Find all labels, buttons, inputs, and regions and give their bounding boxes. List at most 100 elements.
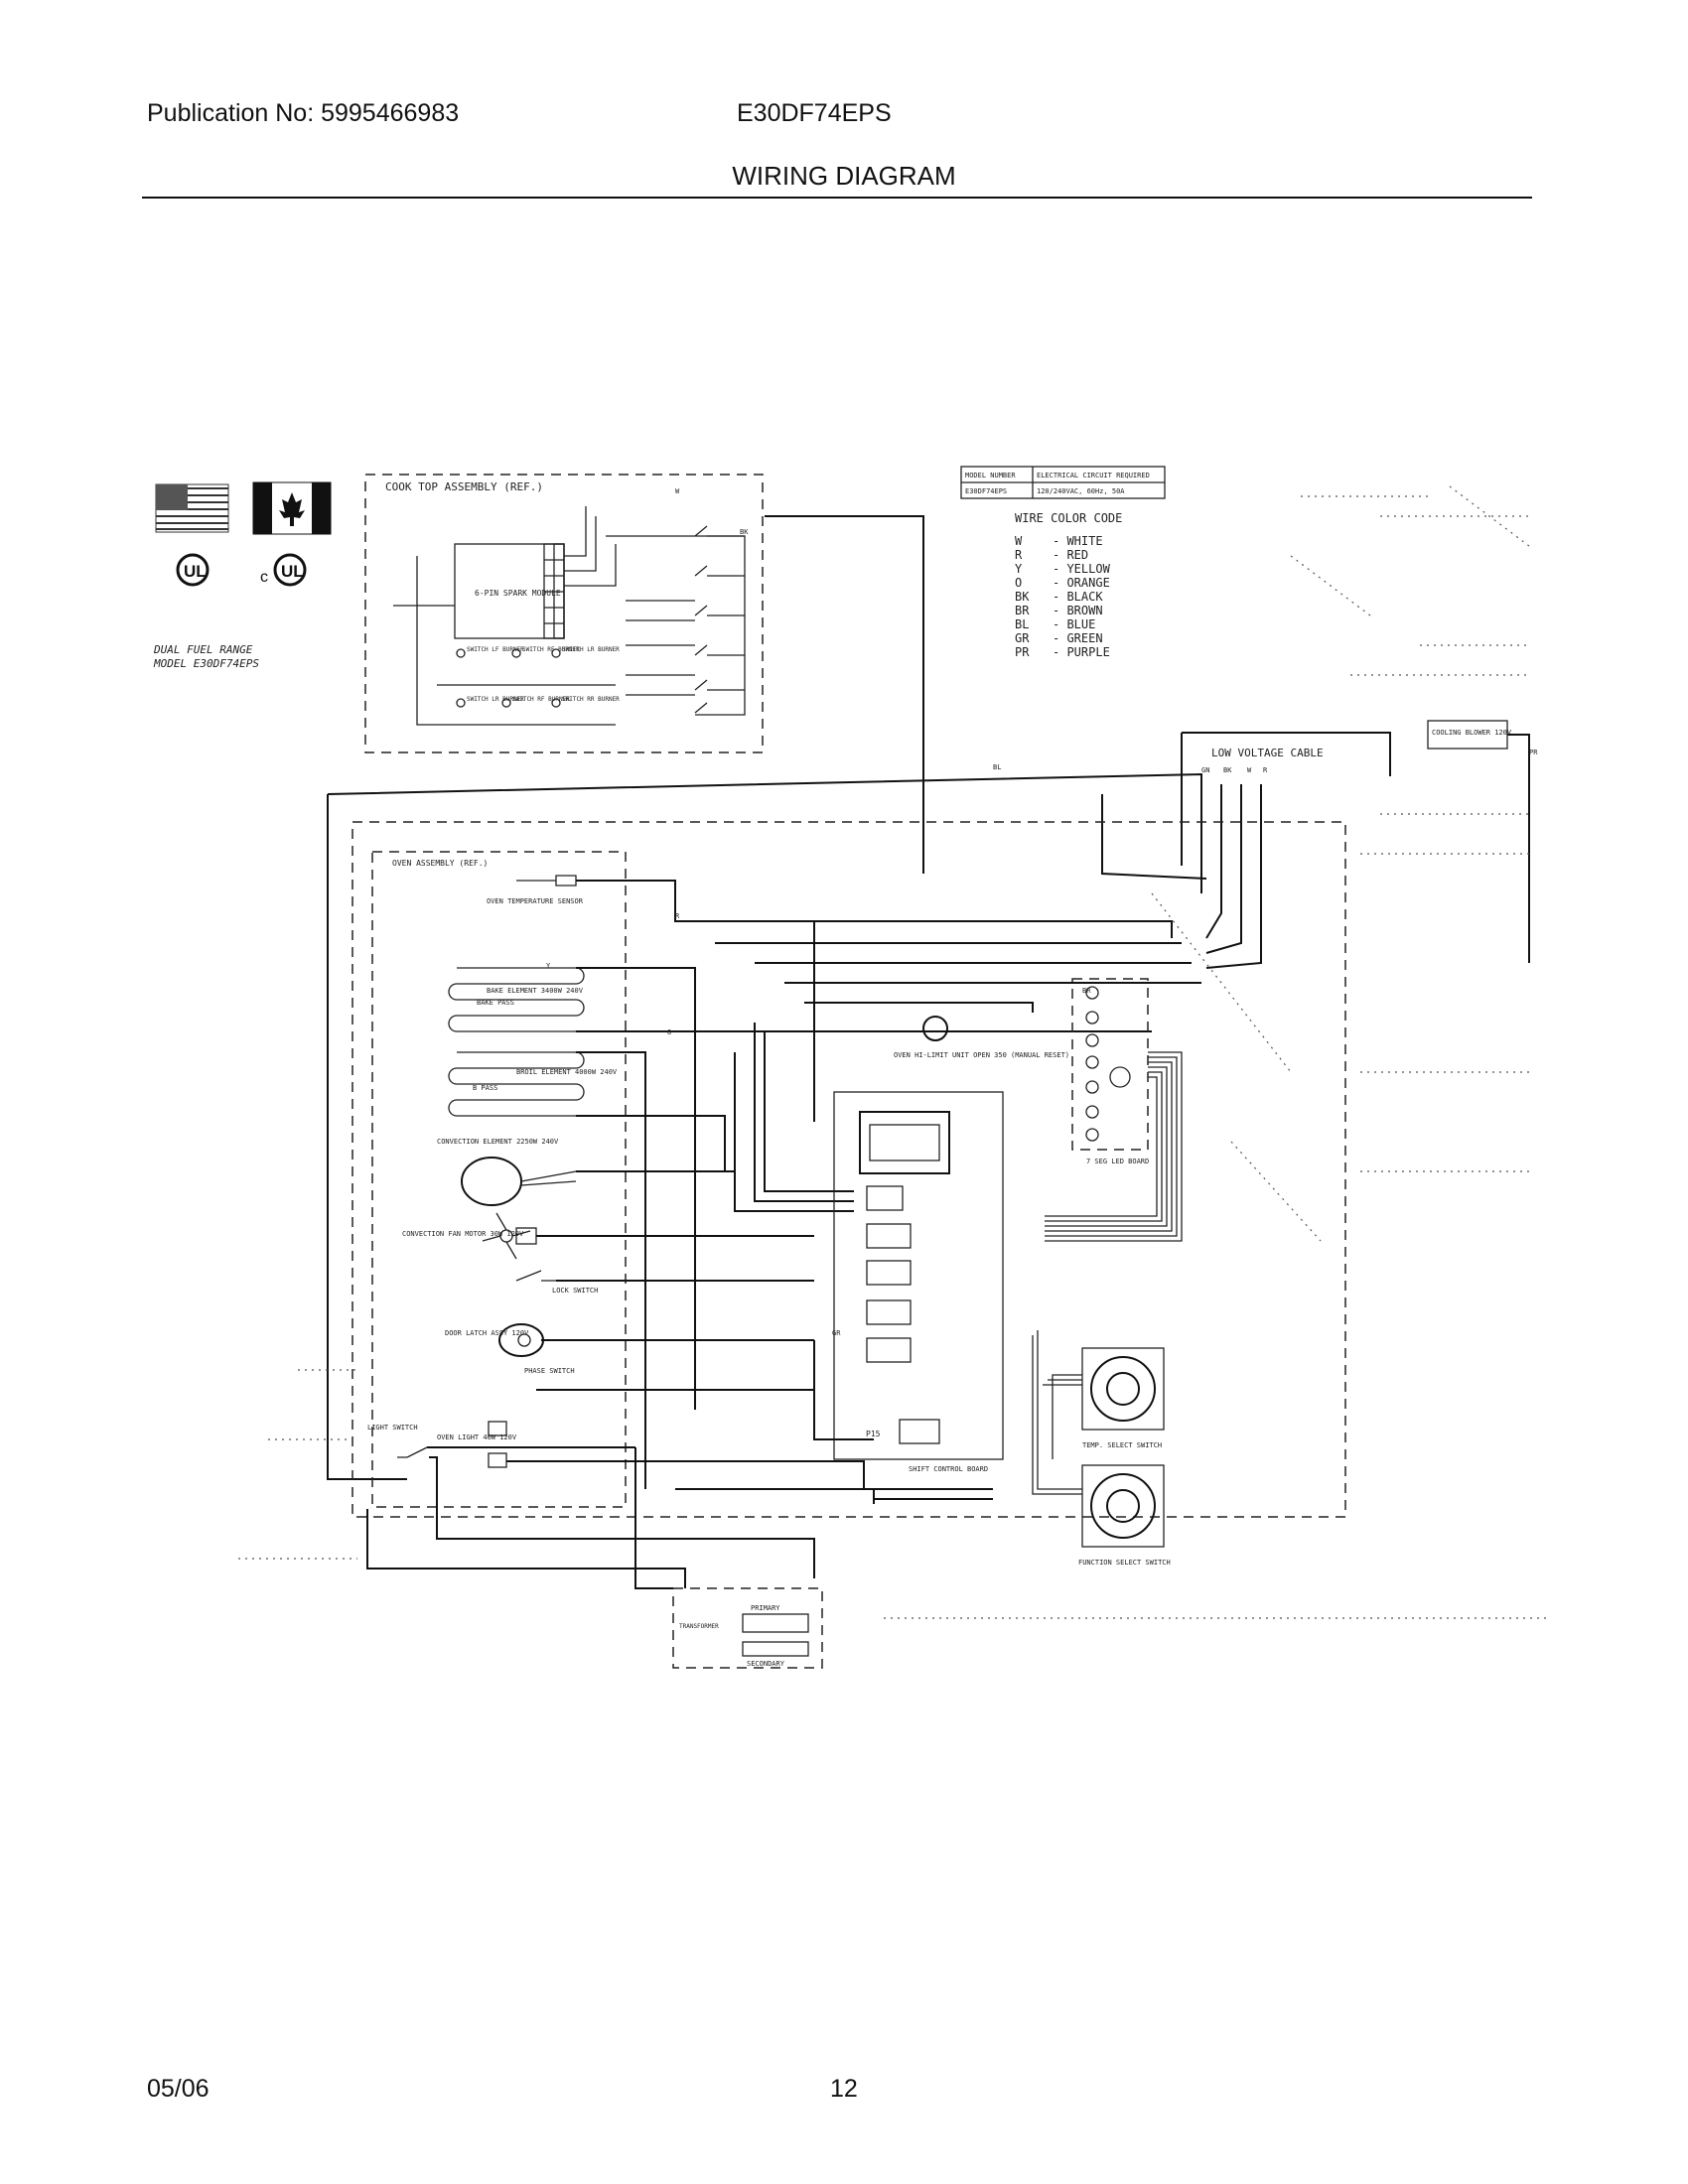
oven-assembly-box [371, 851, 627, 1508]
led-ribbon-cable [1045, 1051, 1183, 1242]
color-name-y: - YELLOW [1053, 562, 1111, 576]
convection-element [461, 1157, 522, 1206]
broil-element-coil [448, 1051, 585, 1117]
select-switch-cables [1032, 1330, 1082, 1495]
oven-light-label: OVEN LIGHT 40W 120V [437, 1433, 517, 1441]
model-number: E30DF74EPS [737, 99, 892, 127]
color-name-o: - ORANGE [1053, 576, 1110, 590]
connector-p15-label: P15 [866, 1430, 881, 1438]
oven-light-1 [488, 1421, 507, 1436]
color-name-pr: - PURPLE [1053, 645, 1110, 659]
function-select-label: FUNCTION SELECT SWITCH [1078, 1559, 1171, 1567]
terminal-label-bk: BK [1223, 766, 1232, 774]
switch-label-6: SWITCH RR BURNER [562, 696, 620, 703]
publication-number: Publication No: 5995466983 [147, 99, 460, 127]
cooling-blower-label: COOLING BLOWER 120V [1432, 729, 1512, 737]
transformer-label: TRANSFORMER [679, 1623, 719, 1630]
wire-tag: GR [832, 1329, 841, 1337]
color-code-pr: PR [1015, 645, 1030, 659]
switch-label-3: SWITCH LR BURNER [562, 646, 620, 653]
ul-mark-text: UL [184, 562, 207, 581]
switch-label-4: SWITCH LR BURNER [467, 696, 524, 703]
broil-element-label: BROIL ELEMENT 4000W 240V [516, 1068, 618, 1076]
convection-fan-label: CONVECTION FAN MOTOR 30W 120V [402, 1230, 524, 1238]
temp-select-label: TEMP. SELECT SWITCH [1082, 1441, 1162, 1449]
wire-tag: O [667, 1028, 671, 1036]
color-name-w: - WHITE [1053, 534, 1103, 548]
oven-assembly-label: OVEN ASSEMBLY (REF.) [392, 859, 488, 868]
page-title: WIRING DIAGRAM [732, 161, 956, 191]
oven-wiring [366, 880, 1201, 1588]
oven-temp-sensor-label: OVEN TEMPERATURE SENSOR [487, 897, 584, 905]
led-board [1071, 978, 1149, 1151]
cul-mark-text: UL [281, 562, 304, 581]
color-code-w: W [1015, 534, 1023, 548]
wire-tag: W [675, 487, 680, 495]
switch-label-1: SWITCH LF BURNER [467, 646, 524, 653]
phase-switch-label: PHASE SWITCH [524, 1367, 575, 1375]
led-board-label: 7 SEG LED BOARD [1086, 1158, 1149, 1165]
terminal-label-w: W [1247, 766, 1252, 774]
switch-label-5: SWITCH RF BURNER [512, 696, 570, 703]
low-voltage-cable-label: LOW VOLTAGE CABLE [1211, 747, 1324, 759]
color-name-bk: - BLACK [1053, 590, 1103, 604]
color-code-gr: GR [1015, 631, 1030, 645]
ul-mark: UL [176, 553, 210, 587]
main-feed-wires [327, 515, 1530, 1480]
color-name-r: - RED [1053, 548, 1088, 562]
wire-tag: R [675, 912, 680, 920]
light-switch-label: LIGHT SWITCH [367, 1424, 418, 1432]
function-select-switch [1081, 1464, 1165, 1548]
wire-tag: PR [1529, 749, 1538, 756]
transformer-box [672, 1587, 823, 1669]
color-code-r: R [1015, 548, 1023, 562]
cul-prefix-text: c [260, 569, 268, 586]
canada-flag-logo [252, 481, 332, 535]
convection-element-label: CONVECTION ELEMENT 2250W 240V [437, 1138, 559, 1146]
oven-temp-sensor-probe [516, 875, 577, 887]
transformer-primary-label: PRIMARY [751, 1604, 780, 1612]
terminal-label-gn: GN [1201, 766, 1209, 774]
spec-row-circuit: 120/240VAC, 60Hz, 50A [1037, 487, 1125, 495]
color-code-y: Y [1015, 562, 1023, 576]
model-note-line1: DUAL FUEL RANGE [153, 643, 253, 656]
control-board [833, 1091, 1004, 1460]
scan-artifact-lines [238, 485, 1549, 1619]
cooktop-switches: SWITCH LF BURNER SWITCH RF BURNER SWITCH… [456, 646, 620, 708]
switch-label-2: SWITCH RF BURNER [522, 646, 580, 653]
color-code-br: BR [1015, 604, 1030, 617]
transformer-primary [742, 1613, 809, 1633]
footer-page-number: 12 [830, 2075, 858, 2103]
title-rule [142, 197, 1532, 199]
terminal-label-r: R [1263, 766, 1268, 774]
bake-element-label: BAKE ELEMENT 3400W 240V [487, 987, 584, 995]
hi-limit-thermostat [922, 1016, 948, 1041]
footer-date: 05/06 [147, 2075, 210, 2103]
spec-header-circuit: ELECTRICAL CIRCUIT REQUIRED [1037, 472, 1150, 479]
cooktop-wiring [393, 506, 746, 726]
cul-mark: c UL [260, 553, 307, 587]
transformer-secondary [742, 1641, 809, 1657]
spark-module-label: 6-PIN SPARK MODULE [475, 589, 561, 598]
wire-tag: BK [740, 528, 749, 536]
cooktop-assembly-label: COOK TOP ASSEMBLY (REF.) [385, 480, 543, 493]
wire-tag: BL [993, 763, 1001, 771]
light-switch-icon [397, 1446, 428, 1458]
color-code-o: O [1015, 576, 1022, 590]
bake-element-coil [448, 967, 585, 1032]
bake-pass-label: BAKE PASS [477, 999, 514, 1007]
color-name-gr: - GREEN [1053, 631, 1103, 645]
outer-oven-boundary [352, 821, 1346, 1518]
terminal-labels: GN BK W R [1201, 766, 1268, 774]
wire-tag: BR [1082, 987, 1091, 995]
control-board-label: SHIFT CONTROL BOARD [909, 1465, 988, 1473]
spark-module-pins [543, 543, 565, 639]
usa-flag-logo [155, 483, 229, 533]
oven-light-2 [488, 1452, 507, 1468]
door-lock-switch-icon [515, 1270, 556, 1282]
broil-pass-label: B PASS [473, 1084, 497, 1092]
color-name-br: - BROWN [1053, 604, 1103, 617]
spec-header-model: MODEL NUMBER [965, 472, 1016, 479]
door-latch-label: DOOR LATCH ASSY 120V [445, 1329, 529, 1337]
